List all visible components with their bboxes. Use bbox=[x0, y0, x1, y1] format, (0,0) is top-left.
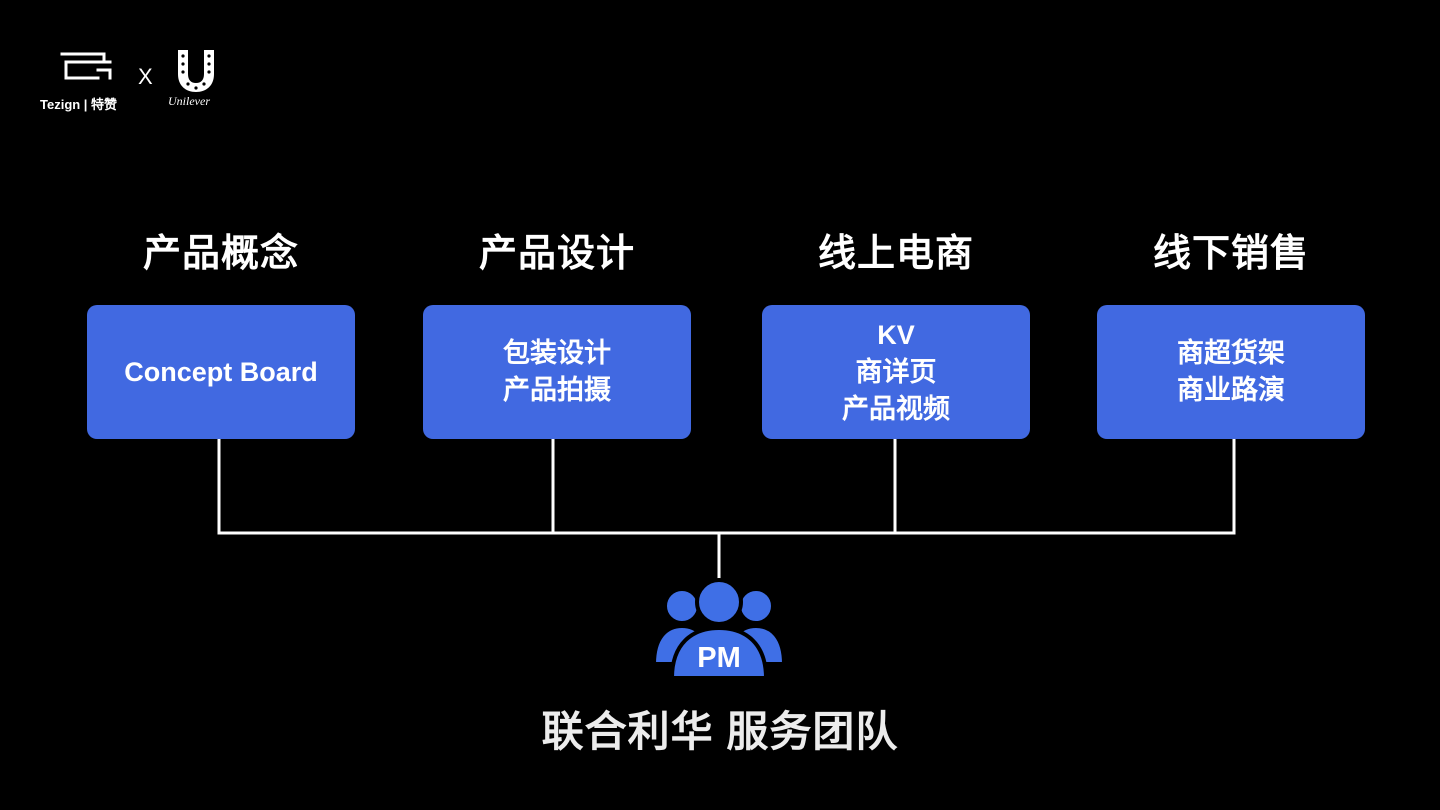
brand-header: Tezign | 特赞 X Unilever bbox=[40, 44, 240, 114]
card-line: 包装设计 bbox=[503, 338, 611, 368]
card-line: 商详页 bbox=[855, 356, 937, 387]
team-label: 联合利华 服务团队 bbox=[541, 708, 899, 755]
unilever-logo-icon bbox=[178, 50, 214, 92]
card-line: 商业路演 bbox=[1177, 375, 1285, 405]
team-people-icon: PM bbox=[652, 578, 786, 680]
brand-separator: X bbox=[138, 64, 153, 89]
card-design: 包装设计 产品拍摄 bbox=[423, 305, 691, 439]
column-heading-offline: 线下销售 bbox=[1152, 233, 1309, 275]
column-heading-design: 产品设计 bbox=[478, 233, 635, 275]
card-concept: Concept Board bbox=[87, 305, 355, 439]
card-line: 产品拍摄 bbox=[503, 375, 611, 405]
card-offline: 商超货架 商业路演 bbox=[1097, 305, 1365, 439]
column-heading-online: 线上电商 bbox=[817, 233, 974, 275]
card-line: Concept Board bbox=[124, 356, 318, 387]
column-heading-concept: 产品概念 bbox=[142, 233, 299, 275]
tezign-logo-icon bbox=[60, 52, 112, 80]
card-line: KV bbox=[877, 319, 915, 350]
card-line: 商超货架 bbox=[1177, 338, 1285, 368]
pm-icon-label: PM bbox=[697, 642, 741, 674]
card-line: 产品视频 bbox=[842, 393, 950, 424]
card-online: KV 商详页 产品视频 bbox=[762, 305, 1030, 439]
tezign-brand-text: Tezign | 特赞 bbox=[40, 97, 118, 112]
unilever-brand-text: Unilever bbox=[168, 94, 210, 108]
